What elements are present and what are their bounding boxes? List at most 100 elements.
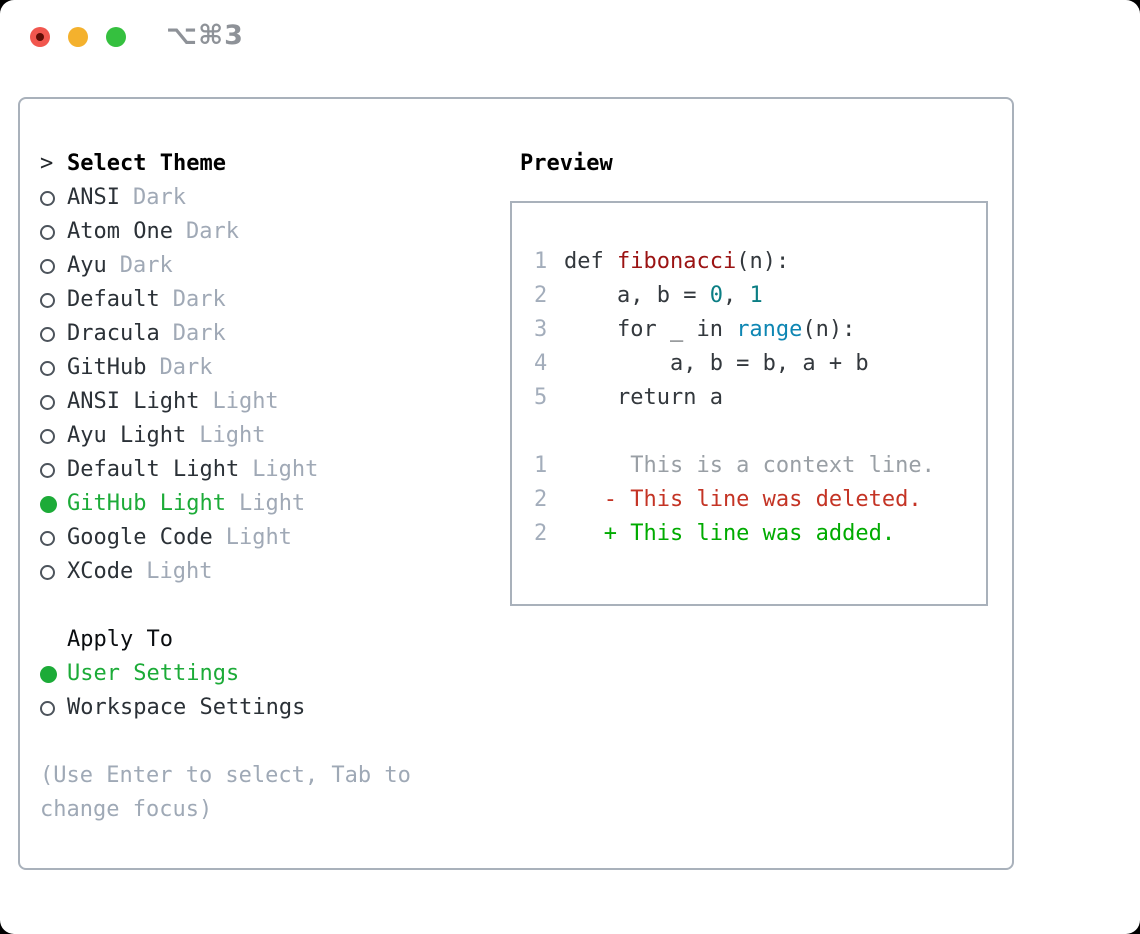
keyboard-hint: (Use Enter to select, Tab to change focu… <box>40 763 411 822</box>
theme-option[interactable]: Ayu Dark <box>40 249 470 283</box>
radio-icon <box>40 190 55 206</box>
theme-option[interactable]: Ayu Light Light <box>40 419 470 453</box>
apply-option-name: Workspace Settings <box>67 695 306 720</box>
theme-option[interactable]: XCode Light <box>40 555 470 589</box>
radio-icon <box>40 326 55 342</box>
radio-icon <box>40 394 55 410</box>
radio-cell <box>40 326 67 342</box>
line-number: 1 <box>534 249 548 274</box>
radio-icon <box>40 292 55 308</box>
code-token: a, b = b, a + b <box>564 351 869 376</box>
code-token: , <box>722 283 750 308</box>
radio-cell <box>40 428 67 444</box>
code-line: 4 a, b = b, a + b <box>534 351 986 385</box>
radio-cell <box>40 462 67 478</box>
theme-variant: Dark <box>172 321 226 346</box>
line-number: 4 <box>534 351 548 376</box>
code-token: 0 <box>709 283 723 308</box>
code-token: fibonacci <box>616 249 737 274</box>
theme-name: XCode <box>67 559 134 584</box>
theme-variant: Light <box>146 559 213 584</box>
zoom-window-icon[interactable] <box>106 27 126 47</box>
code-token: (n): <box>736 249 790 274</box>
radio-icon <box>40 462 55 478</box>
theme-option[interactable]: Default Light Light <box>40 453 470 487</box>
radio-icon <box>40 360 55 376</box>
radio-cell <box>40 495 67 513</box>
apply-to-label: Apply To <box>67 627 173 652</box>
code-token: a, b = <box>564 283 710 308</box>
radio-cell <box>40 700 67 716</box>
theme-variant: Light <box>212 389 279 414</box>
close-window-icon[interactable] <box>30 27 50 47</box>
radio-cell <box>40 530 67 546</box>
theme-variant: Light <box>225 525 292 550</box>
radio-icon <box>40 700 55 716</box>
theme-variant: Light <box>238 491 306 516</box>
theme-name: GitHub Light <box>67 491 226 516</box>
radio-icon <box>40 564 55 580</box>
apply-option[interactable]: User Settings <box>40 657 470 691</box>
theme-name: Ayu Light <box>67 423 187 448</box>
radio-cell <box>40 665 67 683</box>
window-title: ⌥⌘3 <box>166 20 244 51</box>
apply-to-header: Apply To <box>40 623 470 657</box>
radio-cell <box>40 564 67 580</box>
apply-option[interactable]: Workspace Settings <box>40 691 470 725</box>
code-token: 1 <box>749 283 763 308</box>
code-token: - This line was deleted. <box>564 487 922 512</box>
theme-variant: Light <box>199 423 266 448</box>
theme-variant: Dark <box>132 185 186 210</box>
theme-option[interactable]: GitHub Light Light <box>40 487 470 521</box>
theme-option[interactable]: Atom One Dark <box>40 215 470 249</box>
minimize-window-icon[interactable] <box>68 27 88 47</box>
theme-name: Dracula <box>67 321 160 346</box>
theme-option[interactable]: ANSI Dark <box>40 181 470 215</box>
theme-variant: Dark <box>119 253 173 278</box>
select-theme-header: > Select Theme <box>40 147 470 181</box>
code-line: 2 + This line was added. <box>534 521 986 555</box>
code-token: (n): <box>802 317 856 342</box>
theme-name: Default Light <box>67 457 240 482</box>
line-number: 3 <box>534 317 548 342</box>
select-theme-label: Select Theme <box>67 151 226 176</box>
theme-variant: Dark <box>185 219 239 244</box>
radio-icon <box>40 428 55 444</box>
titlebar: ⌥⌘3 <box>0 0 1140 97</box>
radio-icon <box>40 224 55 240</box>
code-token: This is a context line. <box>564 453 935 478</box>
radio-cell <box>40 190 67 206</box>
code-token: + This line was added. <box>564 521 896 546</box>
code-line: 2 - This line was deleted. <box>534 487 986 521</box>
code-line: 5 return a <box>534 385 986 419</box>
radio-cell <box>40 224 67 240</box>
radio-cell <box>40 360 67 376</box>
theme-name: ANSI Light <box>67 389 200 414</box>
theme-name: Ayu <box>67 253 107 278</box>
radio-icon <box>40 258 55 274</box>
code-token: range <box>736 317 803 342</box>
theme-name: ANSI <box>67 185 120 210</box>
radio-selected-icon <box>40 665 57 683</box>
code-token: return a <box>564 385 723 410</box>
theme-variant: Light <box>252 457 319 482</box>
line-number: 5 <box>534 385 548 410</box>
theme-option[interactable]: Dracula Dark <box>40 317 470 351</box>
theme-option[interactable]: ANSI Light Light <box>40 385 470 419</box>
preview-header: Preview <box>520 151 613 176</box>
theme-name: Atom One <box>67 219 173 244</box>
close-dot-icon <box>36 33 44 41</box>
